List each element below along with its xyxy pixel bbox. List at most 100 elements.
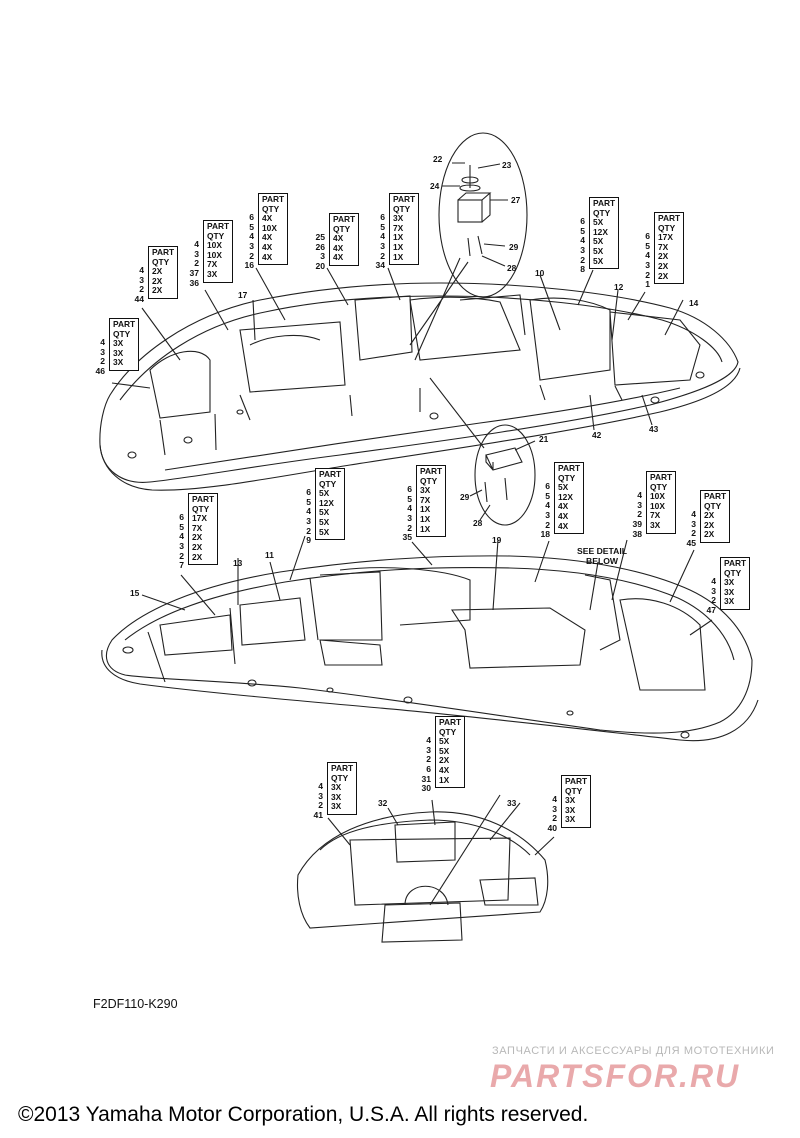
part-number: 3 <box>194 248 199 259</box>
qty-value: 5X <box>439 745 450 756</box>
table-header: QTY <box>565 785 583 796</box>
part-number: 39 <box>632 518 642 529</box>
qty-value: 1X <box>420 504 431 515</box>
callout-11: 11 <box>265 550 274 560</box>
qty-value: 2X <box>658 270 669 281</box>
qty-value: 12X <box>593 226 608 237</box>
part-number: 6 <box>306 487 311 498</box>
table-header: QTY <box>393 203 411 214</box>
qty-value: 1X <box>420 513 431 524</box>
part-number: 2 <box>691 528 696 539</box>
callout-15: 15 <box>130 588 140 598</box>
table-header: PART <box>152 247 175 257</box>
callout-27: 27 <box>511 195 521 205</box>
table-header: PART <box>724 558 747 568</box>
qty-value: 3X <box>113 357 124 368</box>
part-number: 3 <box>545 509 550 520</box>
qty-value: 3X <box>724 577 735 588</box>
qty-value: 1X <box>439 774 450 785</box>
part-number: 3 <box>580 244 585 255</box>
part-number: 5 <box>407 493 412 504</box>
part-number: 4 <box>711 576 716 587</box>
qty-value: 3X <box>565 804 576 815</box>
qty-value: 5X <box>593 245 604 256</box>
part-number: 3 <box>179 540 184 551</box>
part-number: 2 <box>306 525 311 536</box>
table-header: QTY <box>558 472 576 483</box>
fastener-detail-mid <box>429 377 536 526</box>
qty-value: 10X <box>650 500 665 511</box>
qty-value: 10X <box>207 249 222 260</box>
callout-29-mid: 29 <box>460 492 470 502</box>
table-header: QTY <box>704 500 722 511</box>
qty-value: 5X <box>593 255 604 266</box>
table-header: QTY <box>113 328 131 339</box>
copyright-notice: ©2013 Yamaha Motor Corporation, U.S.A. A… <box>18 1103 589 1126</box>
table-header: PART <box>558 463 581 473</box>
qty-value: 2X <box>658 251 669 262</box>
part-number: 3 <box>426 744 431 755</box>
table-header: PART <box>393 194 416 204</box>
part-number: 3 <box>100 346 105 357</box>
table-header: QTY <box>192 503 210 514</box>
callout-17: 17 <box>238 290 248 300</box>
callout-42: 42 <box>592 430 602 440</box>
callout-19: 19 <box>492 535 502 545</box>
part-number: 3 <box>645 259 650 270</box>
qty-value: 17X <box>658 232 673 243</box>
qty-value: 5X <box>593 217 604 228</box>
table-header: QTY <box>658 222 676 233</box>
callout-23: 23 <box>502 160 512 170</box>
part-number: 4 <box>194 239 199 250</box>
part-number: 2 <box>545 519 550 530</box>
part-number: 4 <box>426 735 431 746</box>
part-number: 3 <box>318 790 323 801</box>
qty-value: 2X <box>439 755 450 766</box>
qty-value: 2X <box>658 260 669 271</box>
qty-value: 3X <box>113 347 124 358</box>
qty-value: 3X <box>331 791 342 802</box>
table-header: PART <box>565 776 588 786</box>
watermark-caption: ЗАПЧАСТИ И АКСЕССУАРЫ ДЛЯ МОТОТЕХНИКИ <box>492 1045 775 1057</box>
qty-value: 4X <box>439 764 450 775</box>
callout-number: 18 <box>540 529 550 540</box>
part-number: 2 <box>407 522 412 533</box>
part-number: 3 <box>552 803 557 814</box>
fastener-detail-top <box>409 132 528 361</box>
qty-value: 3X <box>565 814 576 825</box>
qty-value: 3X <box>331 801 342 812</box>
qty-value: 10X <box>650 491 665 502</box>
qty-value: 7X <box>207 259 218 270</box>
callout-22: 22 <box>433 154 443 164</box>
qty-value: 5X <box>319 488 330 499</box>
qty-value: 2X <box>192 551 203 562</box>
table-header: PART <box>331 763 354 773</box>
part-number: 4 <box>407 503 412 514</box>
part-number: 5 <box>645 240 650 251</box>
callout-number: 34 <box>375 260 385 271</box>
qty-value: 2X <box>152 266 163 277</box>
table-header: QTY <box>262 203 280 214</box>
part-number: 2 <box>139 284 144 295</box>
part-number: 2 <box>318 800 323 811</box>
callout-number: 46 <box>95 365 105 376</box>
qty-value: 2X <box>704 529 715 540</box>
part-number: 37 <box>189 267 199 278</box>
table-header: PART <box>319 469 342 479</box>
